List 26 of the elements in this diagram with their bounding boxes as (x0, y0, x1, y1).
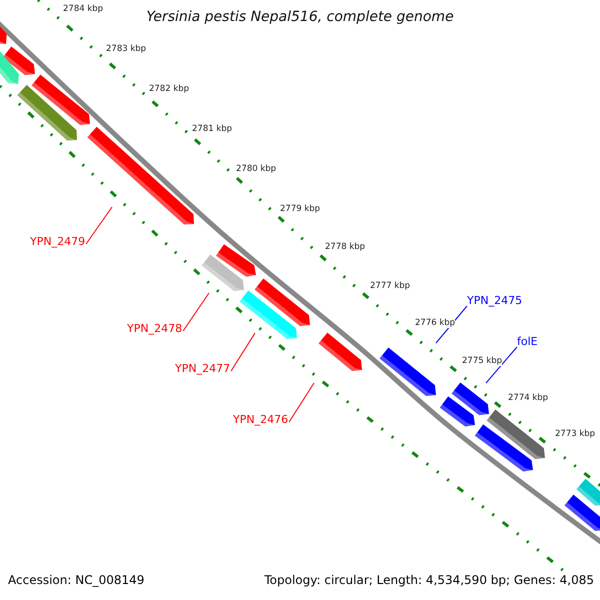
tick-label: 2778 kbp (325, 243, 366, 252)
tick-label: 2784 kbp (63, 5, 104, 14)
footer-text: Accession: NC_008149 (8, 574, 144, 586)
tick-label: 2779 kbp (280, 205, 320, 214)
gene-label: YPN_2477 (175, 363, 230, 374)
tick-label: 2773 kbp (555, 430, 596, 438)
tick-label: 2783 kbp (106, 45, 146, 54)
gene-label: folE (517, 336, 538, 347)
gene-label: YPN_2478 (127, 323, 182, 334)
leader-line (86, 206, 112, 244)
tick-label: 2774 kbp (508, 394, 548, 402)
gene-label: YPN_2476 (233, 414, 288, 425)
tick-label: 2782 kbp (149, 85, 190, 94)
tick-label: 2776 kbp (415, 319, 456, 328)
tick-label: 2775 kbp (462, 357, 502, 366)
leader-line (486, 346, 518, 384)
gene-label: YPN_2479 (30, 236, 86, 247)
tick-label: 2781 kbp (192, 125, 232, 134)
leader-line (182, 292, 210, 332)
tick-label: 2777 kbp (370, 282, 410, 290)
leader-line (288, 382, 314, 422)
title: Yersinia pestis Nepal516, complete genome (145, 10, 455, 24)
gene-label: YPN_2475 (467, 295, 522, 306)
leader-line (230, 332, 256, 372)
tick-label: 2780 kbp (236, 165, 276, 174)
footer-text: Topology: circular; Length: 4,534,590 bp; Genes: 4,085 (264, 574, 594, 586)
